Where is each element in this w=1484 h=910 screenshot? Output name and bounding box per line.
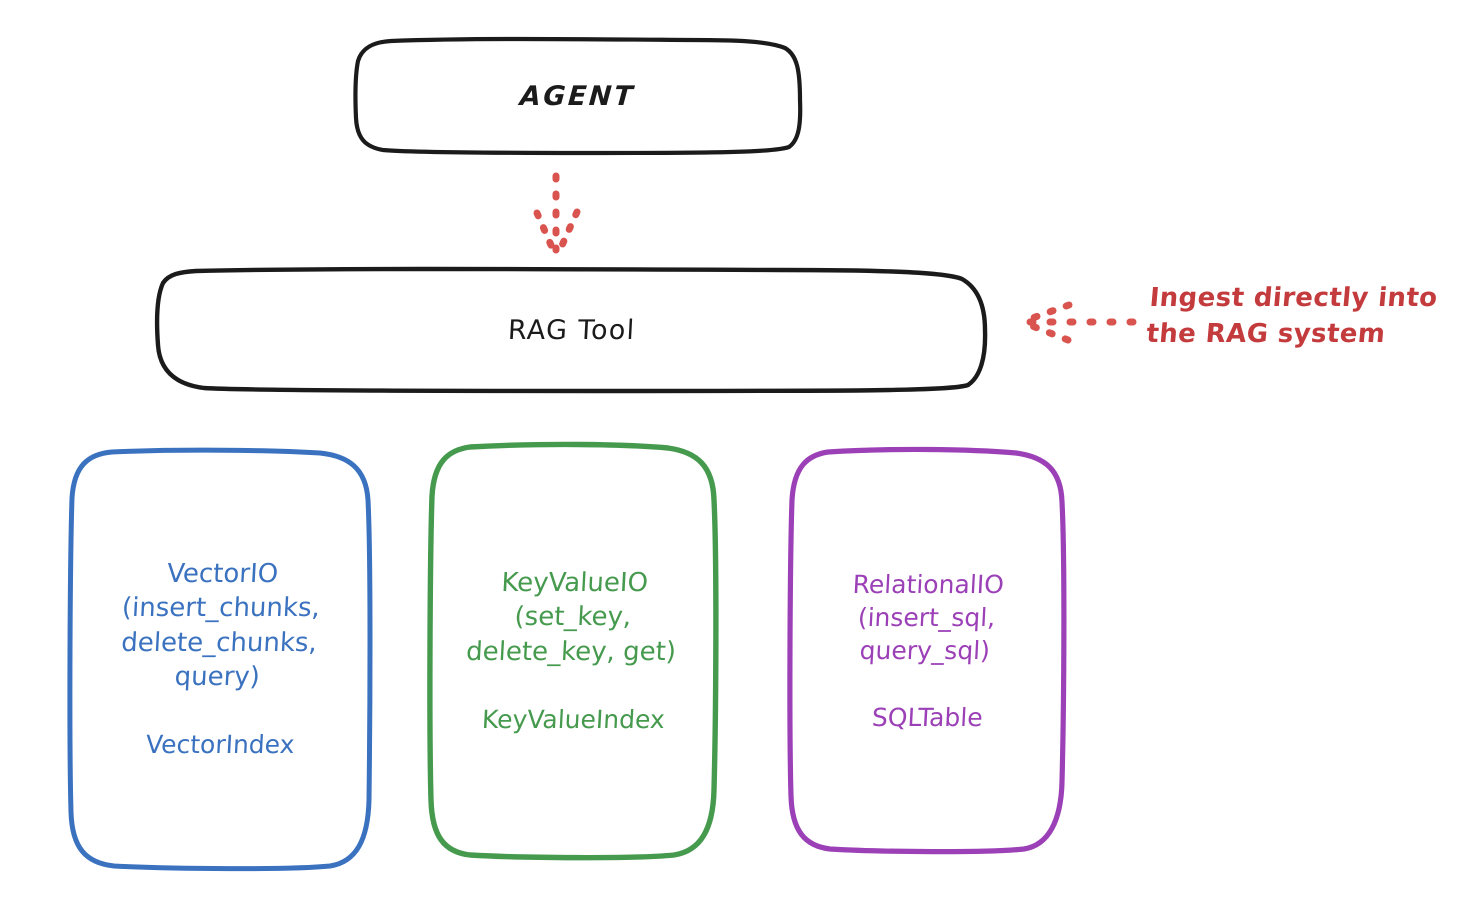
relational-io-node[interactable]: RelationalIO (insert_sql, query_sql) SQL…: [790, 450, 1064, 852]
key-value-io-box-outline: [427, 441, 719, 861]
key-value-io-node[interactable]: KeyValueIO (set_key, delete_key, get) Ke…: [430, 445, 716, 857]
agent-label: AGENT: [519, 81, 637, 112]
ingest-annotation-text: Ingest directly into the RAG system: [1145, 283, 1439, 349]
agent-node[interactable]: AGENT: [355, 40, 801, 153]
relational-io-box-outline: [787, 446, 1067, 855]
agent-box-outline: [353, 36, 803, 156]
rag-tool-box-outline: [154, 266, 988, 394]
relational-io-api-label: RelationalIO (insert_sql, query_sql): [852, 570, 1006, 665]
agent-to-rag-tool-arrow: [533, 172, 581, 256]
rag-tool-node[interactable]: RAG Tool: [157, 270, 986, 390]
rag-tool-label: RAG Tool: [507, 314, 636, 346]
ingest-to-rag-tool-arrow: [1023, 301, 1137, 344]
relational-io-index-label: SQLTable: [870, 703, 984, 732]
vector-io-api-label: VectorIO (insert_chunks, delete_chunks, …: [120, 558, 321, 692]
vector-io-node[interactable]: VectorIO (insert_chunks, delete_chunks, …: [70, 450, 370, 868]
vector-io-index-label: VectorIndex: [144, 730, 296, 760]
vector-io-box-outline: [67, 447, 373, 872]
key-value-io-index-label: KeyValueIndex: [480, 704, 666, 734]
key-value-io-api-label: KeyValueIO (set_key, delete_key, get): [465, 568, 677, 667]
